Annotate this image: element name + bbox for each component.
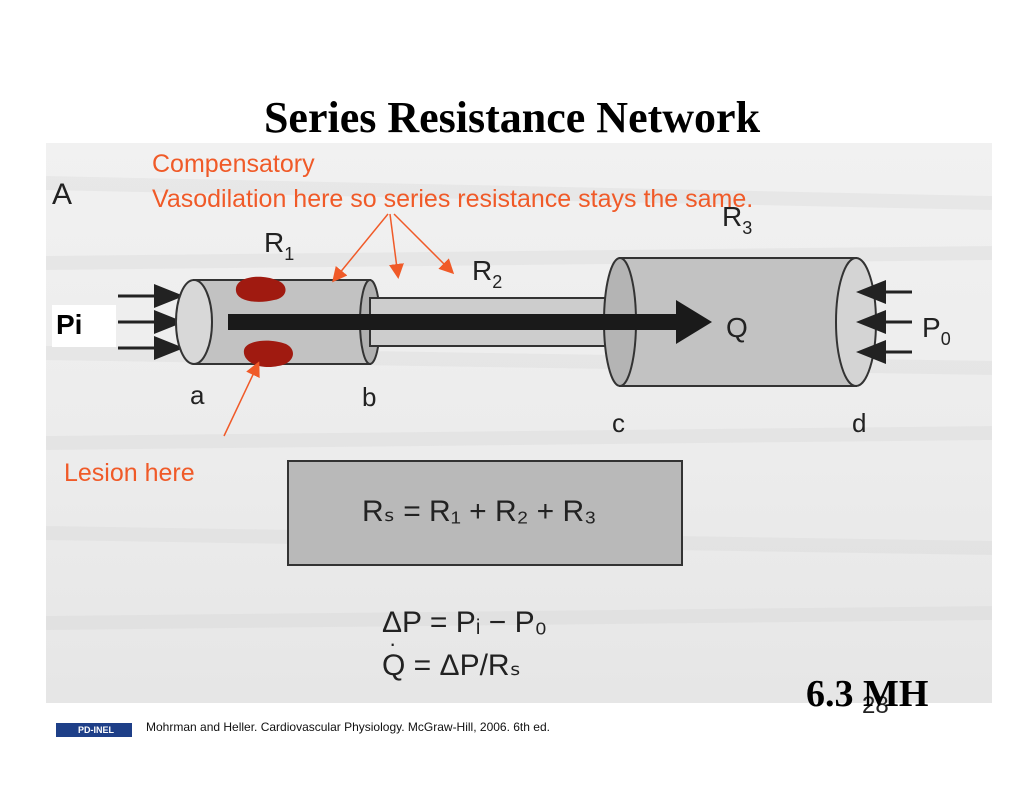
pi-label: Pi (52, 305, 116, 347)
label-r1: R1 (264, 227, 294, 264)
page-number: 28 (862, 692, 889, 719)
annotation-compensatory-line1: Compensatory (152, 150, 315, 178)
footer-logo: PD-INEL (56, 723, 132, 737)
footer-citation: Mohrman and Heller. Cardiovascular Physi… (146, 720, 550, 734)
point-label-d: d (852, 408, 866, 438)
annotation-arrows (223, 213, 455, 437)
inflow-arrows (118, 284, 184, 360)
outflow-arrows (856, 280, 912, 364)
equation-series-resistance: Rₛ = R₁ + R₂ + R₃ (362, 495, 597, 528)
label-r2: R2 (472, 255, 502, 292)
lesion-blobs (235, 276, 293, 368)
point-label-b: b (362, 382, 376, 412)
point-label-c: c (612, 408, 625, 438)
label-r3: R3 (722, 201, 752, 238)
equation-pressure-difference: ΔP = Pᵢ − P₀ (382, 606, 548, 639)
label-p0: P0 (922, 312, 951, 349)
slide-title: Series Resistance Network (263, 93, 761, 142)
annotation-lesion: Lesion here (64, 459, 195, 487)
panel-label: A (52, 178, 72, 211)
equation-flow: Q· = ΔP/Rₛ (382, 631, 521, 682)
point-label-a: a (190, 380, 205, 410)
label-flow-q: Q (726, 312, 748, 343)
annotation-compensatory-line2: Vasodilation here so series resistance s… (152, 185, 754, 213)
flow-arrow (228, 300, 712, 344)
slide-id: 6.3 MH (806, 673, 929, 715)
q-dot-symbol: Q· (382, 631, 406, 682)
equation-box (287, 460, 683, 566)
